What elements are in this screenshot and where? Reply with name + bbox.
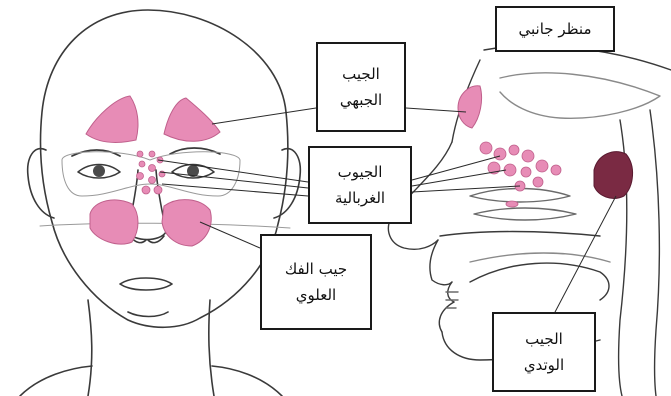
ethmoid-cell (154, 186, 162, 194)
label-sphenoid-sinus: الجيب الوتدي (492, 312, 596, 392)
left-pupil (93, 165, 105, 177)
frontal-sinuses-front (86, 96, 220, 142)
ethmoid-cell (509, 145, 519, 155)
collar (20, 366, 282, 396)
label-frontal-sinus: الجيب الجبهي (316, 42, 406, 132)
ethmoid-cell (480, 142, 492, 154)
sphenoid-sinus-lateral (594, 152, 633, 199)
label-ethmoid-sinuses-line1: الجيوب (338, 159, 383, 185)
orbit-band (62, 152, 240, 196)
maxillary-sinus-right (162, 200, 211, 246)
tongue (470, 263, 609, 300)
turbinate-2 (474, 208, 576, 220)
ethmoid-cell (522, 150, 534, 162)
duct-marker (506, 201, 518, 207)
neck (88, 300, 214, 396)
lower-lip (439, 302, 454, 332)
label-ethmoid-sinuses-line2: الغربالية (335, 185, 385, 211)
frontal-sinus-right (164, 98, 220, 141)
ethmoid-cell (142, 186, 150, 194)
ethmoid-cell (139, 161, 145, 167)
upper-lip (430, 240, 452, 285)
ethmoid-cell (494, 148, 506, 160)
leader-ethmoid-lat-1 (412, 156, 500, 180)
leader-ethmoid-face-1 (158, 160, 308, 182)
palate (470, 253, 610, 262)
ethmoid-cell (551, 165, 561, 175)
label-lateral-view: منظر جانبي (495, 6, 615, 52)
maxillary-sinus-left (90, 200, 138, 244)
label-maxillary-sinus-line1: جيب الفك (285, 256, 347, 282)
ethmoid-cell (533, 177, 543, 187)
ethmoid-cell (149, 151, 155, 157)
frontal-sinus-lateral (458, 86, 482, 128)
ethmoid-cells-lateral (480, 142, 561, 191)
leader-frontal-face (212, 108, 316, 124)
ethmoid-cell (137, 151, 143, 157)
label-sphenoid-sinus-line1: الجيب (525, 326, 563, 352)
leader-sphenoid (554, 196, 616, 314)
ethmoid-cell (521, 167, 531, 177)
frontal-sinus-left (86, 96, 138, 142)
label-maxillary-sinus-line2: العلوي (296, 282, 336, 308)
lateral-sinuses (458, 86, 633, 207)
label-lateral-view-text: منظر جانبي (519, 16, 592, 42)
ethmoid-cell (149, 177, 156, 184)
ethmoid-cell (149, 165, 156, 172)
frontal-face-drawing (20, 10, 300, 396)
label-maxillary-sinus: جيب الفك العلوي (260, 234, 372, 330)
label-frontal-sinus-line2: الجبهي (340, 87, 382, 113)
frontal-face-pupils (93, 165, 199, 177)
skull-inner-curve (500, 73, 660, 118)
posterior-wall (650, 110, 659, 396)
label-sphenoid-sinus-line2: الوتدي (524, 352, 564, 378)
label-frontal-sinus-line1: الجيب (342, 61, 380, 87)
label-ethmoid-sinuses: الجيوب الغربالية (308, 146, 412, 224)
mouth (120, 278, 172, 290)
nasal-floor (440, 232, 600, 237)
leader-frontal-lateral (406, 108, 466, 112)
ethmoid-cell (137, 173, 144, 180)
chin-line (128, 312, 168, 317)
ethmoid-cell (536, 160, 548, 172)
